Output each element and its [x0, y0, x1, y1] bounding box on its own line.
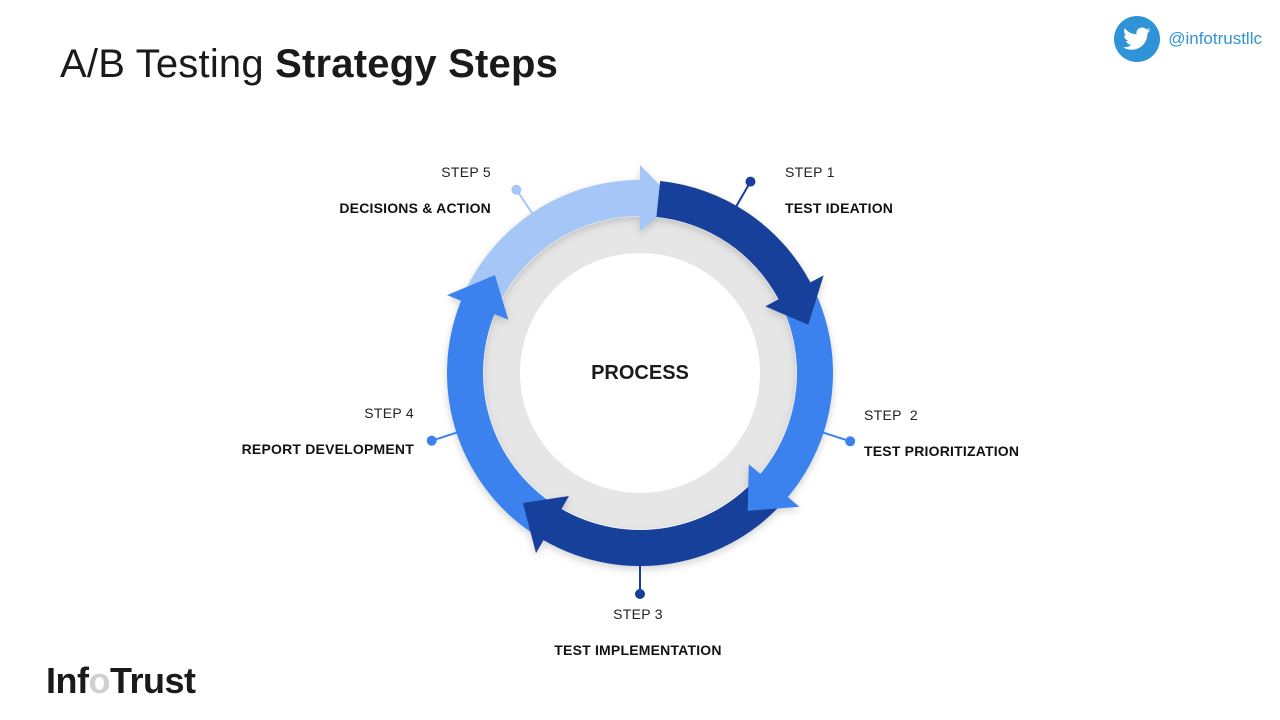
step-1-number: STEP 1 — [785, 164, 835, 180]
twitter-handle-link[interactable]: @infotrustllc — [1114, 16, 1262, 62]
step-4-name: REPORT DEVELOPMENT — [241, 441, 414, 457]
title-light: A/B Testing — [60, 42, 264, 86]
step-4-connector-dot — [426, 435, 437, 446]
center-process-label: PROCESS — [591, 362, 689, 384]
logo-text-trust: Trust — [109, 660, 196, 701]
inner-track — [484, 217, 796, 529]
step-5-connector-dot — [511, 184, 522, 195]
step-1-label: STEP 1 TEST IDEATION — [785, 164, 893, 216]
step-1-arc-arrow — [656, 181, 824, 325]
step-2-label: STEP 2 TEST PRIORITIZATION — [864, 407, 1019, 459]
logo-o-mark: o — [88, 660, 110, 701]
step-2-arc-arrow — [747, 282, 833, 511]
page-title: A/B Testing Strategy Steps — [60, 42, 558, 87]
twitter-bird-icon — [1114, 16, 1161, 62]
step-3-name: TEST IMPLEMENTATION — [554, 642, 722, 658]
step-2-connector-dot — [845, 436, 856, 447]
step-5-name: DECISIONS & ACTION — [339, 200, 491, 216]
step-4-arc-arrow — [447, 275, 562, 541]
step-2-name: TEST PRIORITIZATION — [864, 443, 1020, 459]
title-bold: Strategy Steps — [275, 42, 559, 86]
infotrust-logo: InfoTrust — [46, 660, 196, 702]
step-5-label: STEP 5 DECISIONS & ACTION — [339, 164, 491, 216]
step-1-connector-dot — [745, 176, 756, 187]
step-1-name: TEST IDEATION — [785, 200, 894, 216]
step-3-connector-dot — [635, 589, 645, 599]
step-5-number: STEP 5 — [441, 164, 491, 180]
step-3-number: STEP 3 — [613, 606, 663, 622]
step-2-number: STEP 2 — [864, 407, 918, 423]
twitter-handle: @infotrustllc — [1168, 29, 1262, 48]
step-4-number: STEP 4 — [364, 405, 414, 421]
step-5-arc-arrow — [461, 165, 677, 315]
step-3-label: STEP 3 TEST IMPLEMENTATION — [538, 606, 738, 658]
logo-text-inf: Inf — [46, 660, 89, 701]
step-4-label: STEP 4 REPORT DEVELOPMENT — [242, 405, 414, 457]
step-3-arc-arrow — [522, 473, 788, 566]
